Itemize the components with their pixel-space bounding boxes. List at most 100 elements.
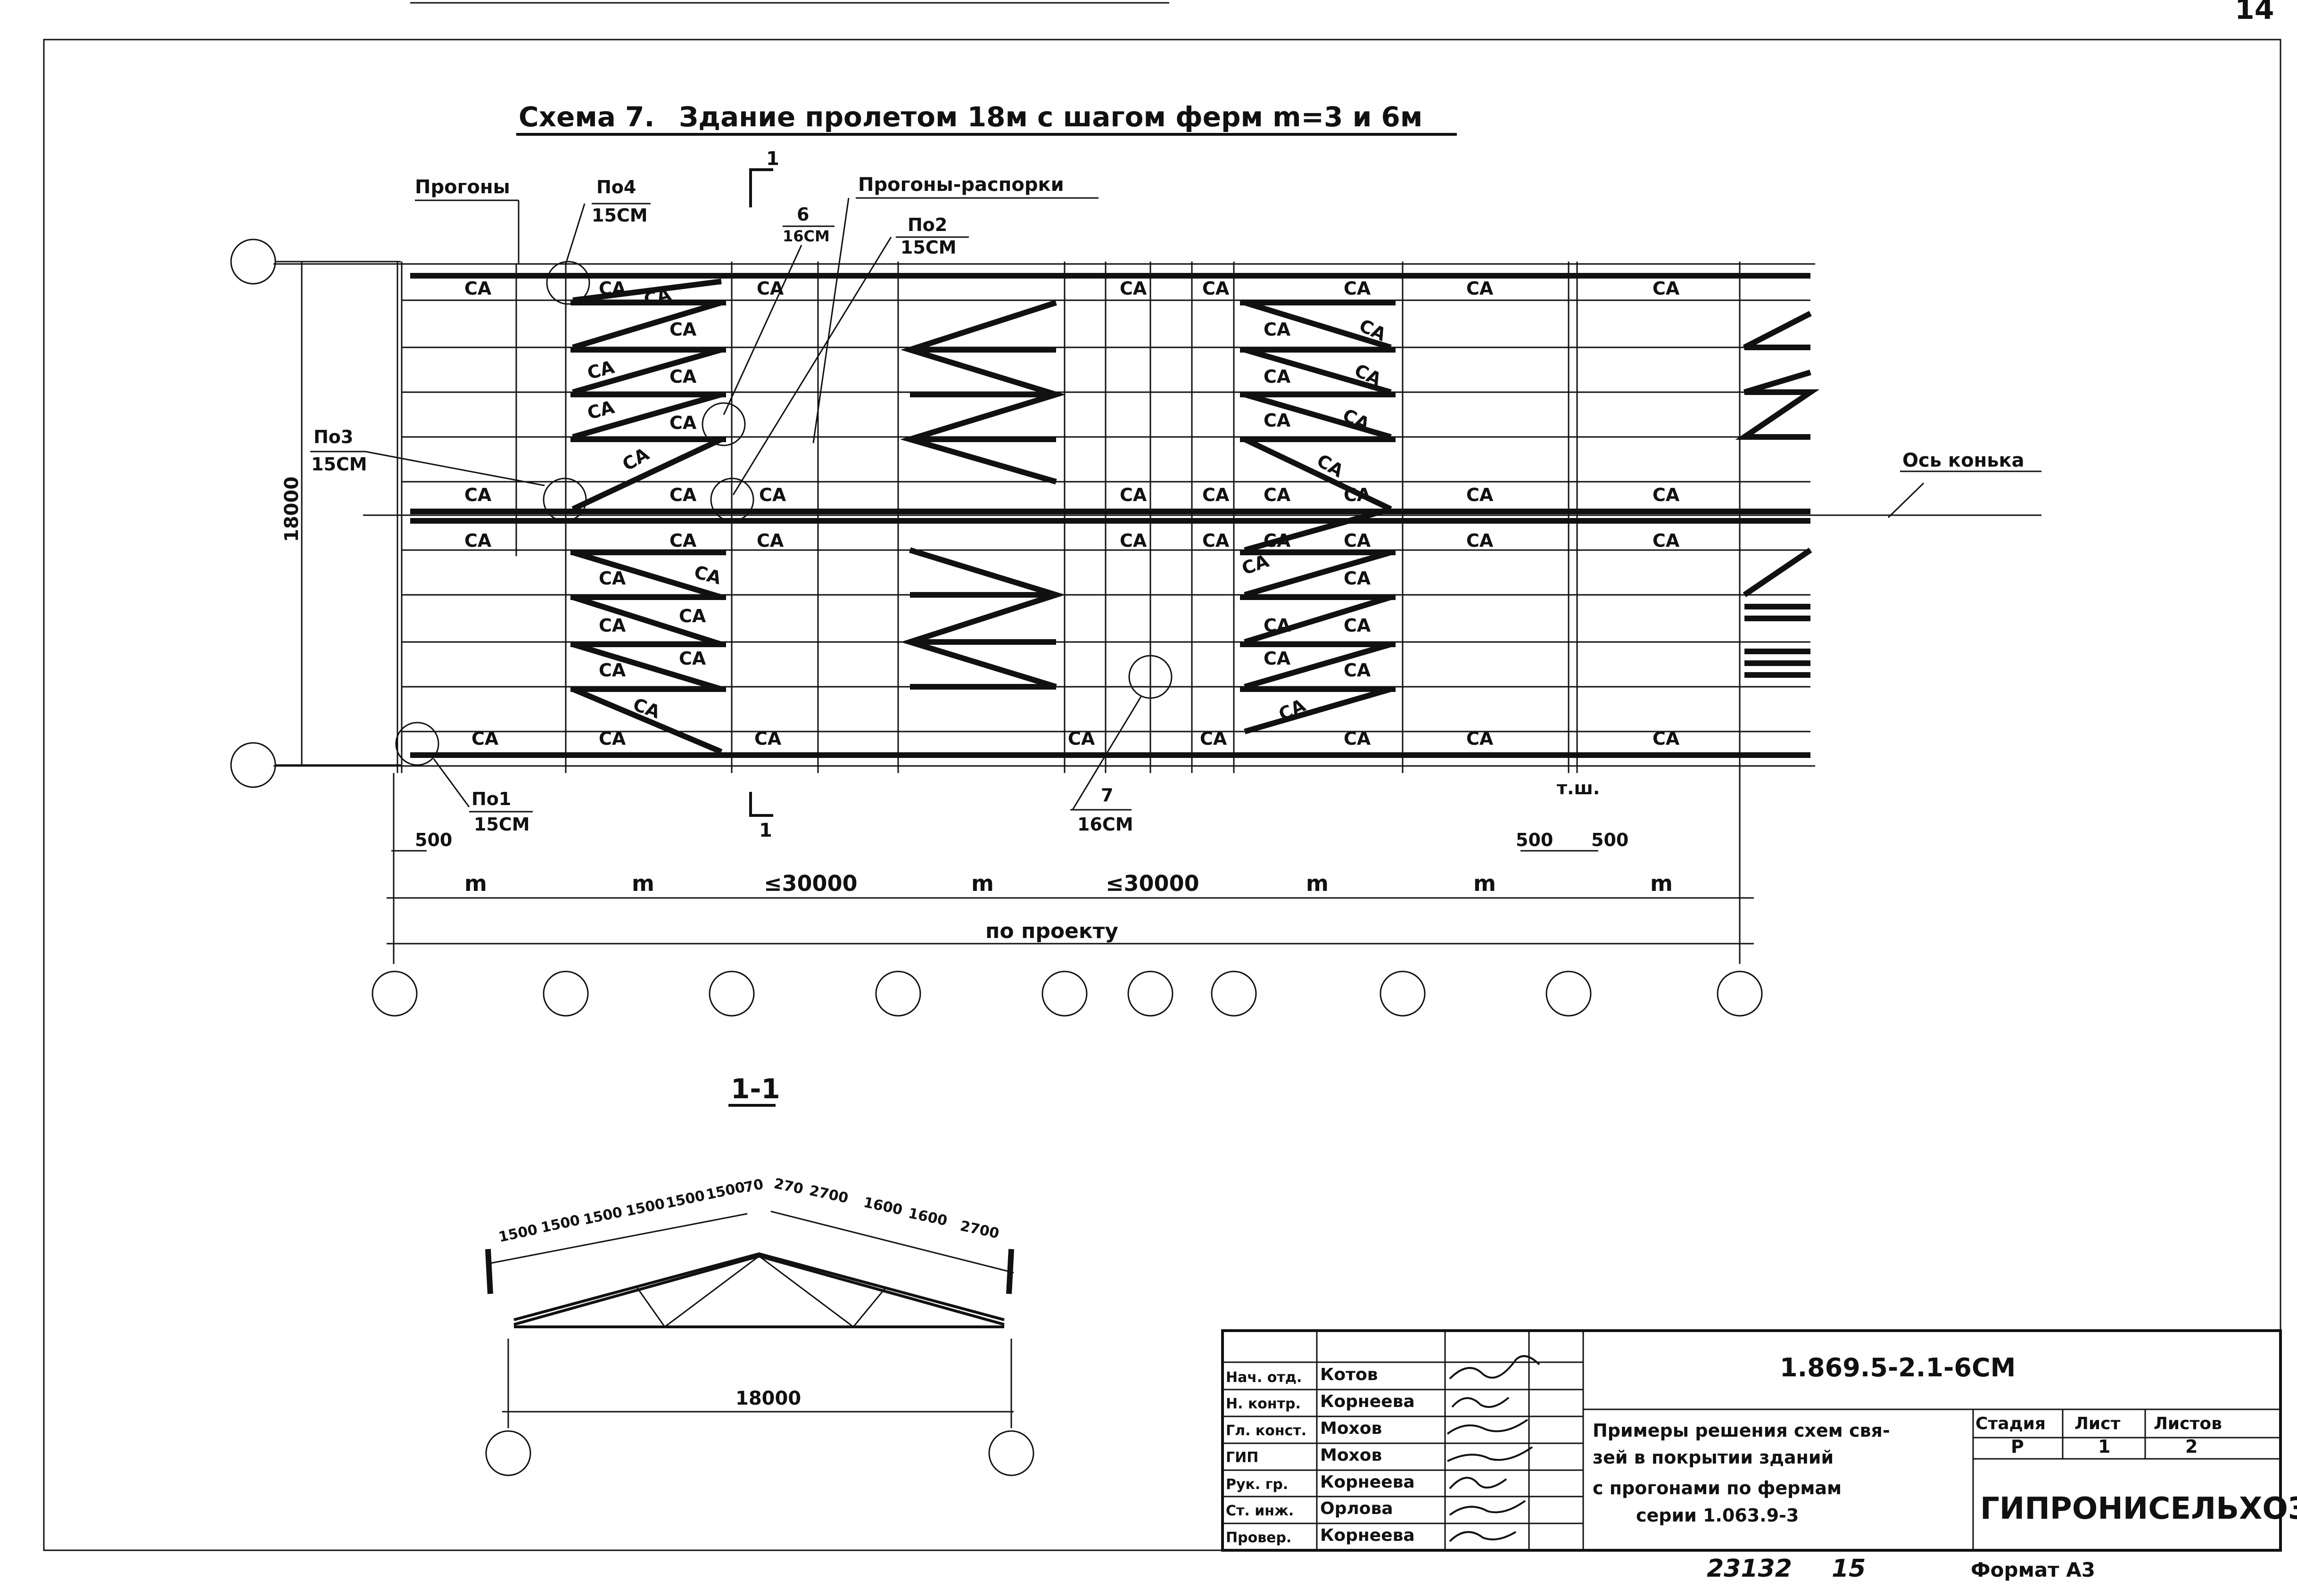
brace-label: СА [1202,530,1230,551]
brace-label: СА [1264,615,1291,636]
node-7-circle [1128,655,1173,699]
brace-label: СА [1264,485,1291,505]
brace-label: СА [1344,568,1371,589]
brace-label: СА [1466,728,1494,749]
brace-label: СА [679,648,706,669]
axis-marker-bottom [230,742,276,788]
brace-label: СА [619,444,653,475]
brace-label: СА [1200,728,1227,749]
bay-label: m [1650,871,1673,896]
node-6-name: 6 [797,204,809,225]
sheets-label: Листов [2154,1414,2222,1433]
title-block-role: ГИП [1226,1449,1258,1466]
node-7-name: 7 [1101,785,1113,806]
title-block-role: Гл. конст. [1226,1423,1306,1439]
description-line: Примеры решения схем свя- [1593,1420,1890,1441]
title-block-person: Мохов [1320,1446,1382,1465]
slope-dim: 2700 [958,1218,1000,1242]
diagonal-braces [571,279,1820,755]
brace-label: СА [669,530,697,551]
brace-label: СА [1653,485,1680,505]
brace-label: СА [599,728,626,749]
brace-label: СА [464,485,492,505]
brace-label: СА [599,568,626,589]
top-chord-b [513,1254,1005,1326]
brace-label: СА [669,485,697,505]
node-6-value: 16СМ [783,227,830,245]
node-po2-name: По2 [908,214,947,235]
brace-label: СА [1120,278,1147,299]
brace-label: СА [669,366,697,387]
section-axis-right [988,1430,1034,1476]
total-dimension-label: по проекту [985,919,1118,943]
section-span-label: 18000 [735,1388,801,1409]
axis-marker-top [230,239,276,285]
node-po4-name: По4 [596,177,636,197]
brace-label: СА [1264,366,1291,387]
brace-label: СА [464,278,492,299]
section-mark-bottom-number: 1 [759,820,772,841]
node-po4-circle [546,261,590,305]
bay-label: m [464,871,487,896]
node-6-circle [702,402,746,446]
brace-label: СА [1344,728,1371,749]
purlin-struts-label: Прогоны-распорки [858,174,1064,196]
brace-label: СА [642,283,673,310]
description-line: с прогонами по фермам [1593,1478,1842,1498]
node-po3-circle [543,477,587,522]
page-number: 14 [2235,0,2274,26]
node-po2-circle [710,477,754,522]
left-support [485,1249,493,1294]
stage-label: Стадия [1975,1414,2046,1433]
brace-label: СА [464,530,492,551]
section-mark-top-number: 1 [766,148,779,170]
brace-label: СА [1466,530,1494,551]
brace-label: СА [1264,648,1291,669]
purlins-label: Прогоны [415,176,510,198]
slope-dim: 1500 [624,1195,666,1220]
struts [410,273,1810,758]
slope-dim: 70 [742,1176,765,1196]
section-mark-top [749,168,773,207]
node-po1-name: По1 [471,789,511,809]
bay-label: ≤30000 [764,871,858,896]
brace-label: СА [1653,728,1680,749]
bay-dimensions: 500 500 500 m m ≤30000 m ≤30000 m m m по… [387,773,1754,964]
node-po3-name: По3 [314,427,353,447]
callouts: Прогоны Прогоны-распорки По4 15СМ 6 16СМ… [310,148,1600,841]
organization-name: ГИПРОНИСЕЛЬХОЗ [1980,1491,2297,1526]
scheme-title: Схема 7. Здание пролетом 18м с шагом фер… [516,101,1457,136]
offset-label-right-b: 500 [1591,830,1628,850]
sheet-format: Формат А3 [1971,1558,2095,1581]
brace-label: СА [1120,530,1147,551]
slope-dim: 1600 [907,1205,949,1230]
title-block-role: Провер. [1226,1530,1291,1546]
right-slope-dim-line [770,1210,1014,1274]
slope-dim: 1600 [862,1194,904,1219]
document-code: 1.869.5-2.1-6СМ [1780,1353,2016,1382]
brace-label: СА [1202,278,1230,299]
brace-label: СА [757,278,784,299]
span-dimension-label: 18000 [281,477,303,542]
brace-label: СА [599,660,626,681]
brace-label: СА [1466,278,1494,299]
title-block-role: Н. контр. [1226,1396,1301,1412]
slope-dim: 1500 [539,1212,581,1236]
brace-label: СА [1653,278,1680,299]
sheets-value: 2 [2185,1436,2198,1457]
offset-label-left: 500 [415,830,452,850]
brace-label: СА [1351,360,1385,390]
title-block-person: Орлова [1320,1499,1393,1518]
scheme-title-text: Здание пролетом 18м с шагом ферм m=3 и 6… [679,101,1422,133]
title-block-person: Корнеева [1320,1473,1415,1492]
brace-label: СА [1068,728,1095,749]
section-axis-left [485,1430,531,1476]
truss-web [636,1255,887,1328]
brace-label: СА [599,278,626,299]
brace-label: СА [669,319,697,340]
brace-label: СА [1120,485,1147,505]
node-po1-circle [395,722,439,766]
node-7-value: 16СМ [1077,814,1133,835]
brace-label: СА [599,615,626,636]
ridge-axis-leader [1887,482,1925,518]
